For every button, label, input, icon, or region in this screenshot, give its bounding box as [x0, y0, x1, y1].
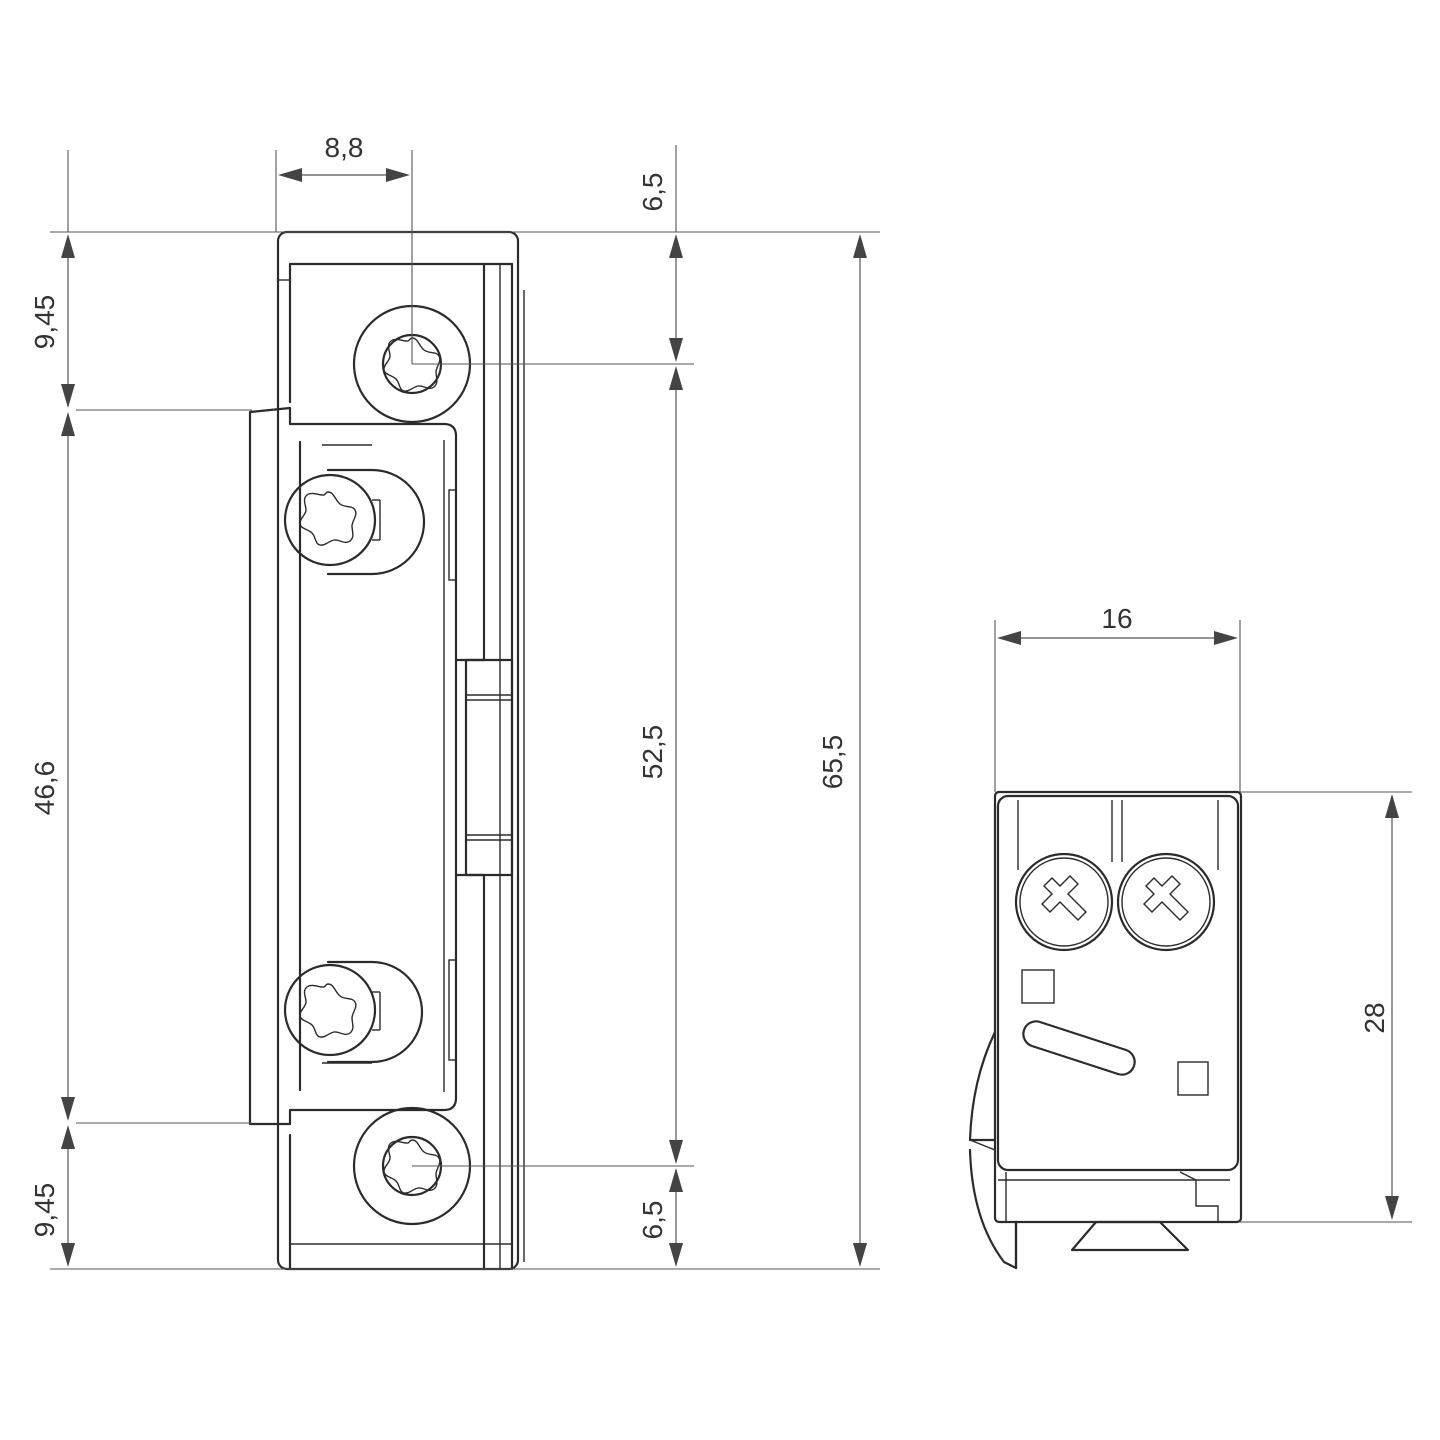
dim-bottom-section-label: 9,45	[29, 1183, 60, 1238]
side-inner-panel	[996, 794, 1240, 1172]
side-view	[968, 790, 1243, 1270]
latch-curve-lower	[968, 1148, 1018, 1270]
dim-screw-spacing-arrow-bottom	[669, 1140, 683, 1164]
keeper-slot-lower	[448, 959, 457, 1061]
dim-overall-height-arrow-top	[853, 234, 867, 258]
side-body-outline	[993, 790, 1243, 1224]
dim-overall-height-arrow-bottom	[853, 1243, 867, 1267]
dim-bottom-face-arrow-top	[669, 1168, 683, 1192]
dim-keeper-height-label: 46,6	[29, 761, 60, 816]
dim-top-face-label: 6,5	[637, 173, 668, 212]
center-latch-block	[464, 658, 514, 877]
dim-keeper-height-arrow-top	[61, 412, 75, 436]
dim-top-face-arrow-bottom	[669, 338, 683, 362]
front-view	[248, 230, 525, 1271]
dim-height-label: 28	[1359, 1002, 1390, 1033]
dim-top-section-arrow-bottom	[61, 384, 75, 408]
dim-screw-spacing-arrow-top	[669, 366, 683, 390]
dim-screw-spacing-label: 52,5	[637, 725, 668, 780]
dim-height-arrow-bottom	[1385, 1196, 1399, 1220]
release-slot	[1022, 1020, 1136, 1076]
dim-overall-height-label: 65,5	[817, 735, 848, 790]
dim-width-arrow-right	[1214, 631, 1238, 645]
latch-curve-upper	[968, 1030, 997, 1142]
terminal-screw-right	[1116, 852, 1216, 952]
dim-screw-offset-arrow-left	[278, 168, 302, 182]
front-view-dimensions: 8,8 9,45 46,6 9,45 6,5 52,5 6,5 65,5	[29, 132, 880, 1270]
dim-width-arrow-left	[997, 631, 1021, 645]
dim-top-face-arrow-top	[669, 234, 683, 258]
latch-joint	[969, 1139, 996, 1151]
dim-screw-offset-arrow-right	[386, 168, 410, 182]
base-step	[1005, 1171, 1219, 1222]
faceplate-outline	[276, 230, 520, 1271]
indicator-square-lower	[1177, 1061, 1209, 1096]
terminal-screw-left	[1014, 852, 1114, 952]
bottom-screw-torx-icon	[383, 1139, 441, 1194]
dim-width-label: 16	[1101, 603, 1132, 634]
dim-top-section-arrow-top	[61, 234, 75, 258]
keeper-outline	[248, 406, 458, 1126]
indicator-square-upper	[1021, 969, 1055, 1004]
dim-bottom-face-arrow-bottom	[669, 1243, 683, 1267]
dim-bottom-section-arrow-bottom	[61, 1243, 75, 1267]
keeper-screw-lower	[283, 960, 424, 1064]
dim-screw-offset-label: 8,8	[325, 132, 364, 163]
dim-bottom-section-arrow-top	[61, 1125, 75, 1149]
mounting-foot	[1070, 1220, 1190, 1252]
keeper-slot-upper	[448, 489, 457, 581]
keeper-screw-upper	[283, 468, 426, 576]
dim-top-section-label: 9,45	[29, 295, 60, 350]
dim-bottom-face-label: 6,5	[637, 1201, 668, 1240]
side-view-dimensions: 16 28	[994, 603, 1412, 1223]
dim-height-arrow-top	[1385, 794, 1399, 818]
dim-keeper-height-arrow-bottom	[61, 1097, 75, 1121]
